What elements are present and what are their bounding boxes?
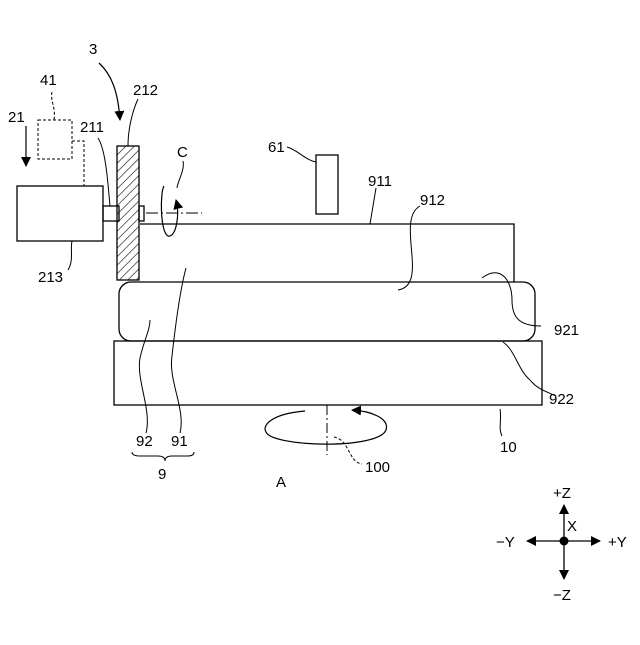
leader-41: [52, 92, 55, 120]
spindle-housing-213: [17, 186, 103, 241]
leader-911: [370, 188, 376, 224]
axis-plus-y-label: +Y: [608, 534, 627, 551]
label-41: 41: [40, 72, 57, 89]
label-a: A: [276, 474, 286, 491]
cutting-blade-212: [117, 146, 139, 280]
label-912: 912: [420, 192, 445, 209]
label-92: 92: [136, 433, 153, 450]
arrow-3: [99, 63, 120, 120]
brace-9: [132, 452, 194, 461]
label-c: C: [177, 144, 188, 161]
axis-x-label: X: [567, 518, 577, 535]
sensor-61: [316, 155, 338, 214]
controller-41: [38, 120, 72, 159]
label-91: 91: [171, 433, 188, 450]
leader-212: [128, 99, 138, 146]
label-61: 61: [268, 139, 285, 156]
leader-211: [98, 138, 110, 206]
label-921: 921: [554, 322, 579, 339]
label-21: 21: [8, 109, 25, 126]
wafer-layer-91: [140, 224, 514, 282]
label-100: 100: [365, 459, 390, 476]
rotation-a-arrow: [265, 410, 386, 444]
axis-minus-z-label: −Z: [553, 587, 571, 604]
leader-213: [68, 241, 72, 270]
label-213: 213: [38, 269, 63, 286]
label-3: 3: [89, 41, 97, 58]
label-911: 911: [368, 173, 392, 190]
label-9: 9: [158, 466, 166, 483]
leader-921: [482, 273, 541, 326]
leader-92: [139, 320, 150, 433]
rotation-c-arrow: [161, 186, 177, 236]
axis-plus-z-label: +Z: [553, 485, 571, 502]
label-922: 922: [549, 391, 574, 408]
leader-61: [287, 147, 316, 162]
leader-10: [500, 409, 502, 436]
blade-hub: [139, 206, 144, 221]
label-212: 212: [133, 82, 158, 99]
label-211: 211: [80, 119, 104, 136]
leader-922: [503, 342, 556, 396]
leader-100: [334, 437, 362, 464]
leader-c: [177, 161, 183, 188]
label-10: 10: [500, 439, 517, 456]
chuck-table-10: [114, 341, 542, 405]
controller-link: [72, 141, 84, 186]
axis-minus-y-label: −Y: [496, 534, 515, 551]
axis-x-dot: [560, 537, 569, 546]
leader-91: [171, 268, 186, 433]
leader-912: [398, 206, 420, 290]
